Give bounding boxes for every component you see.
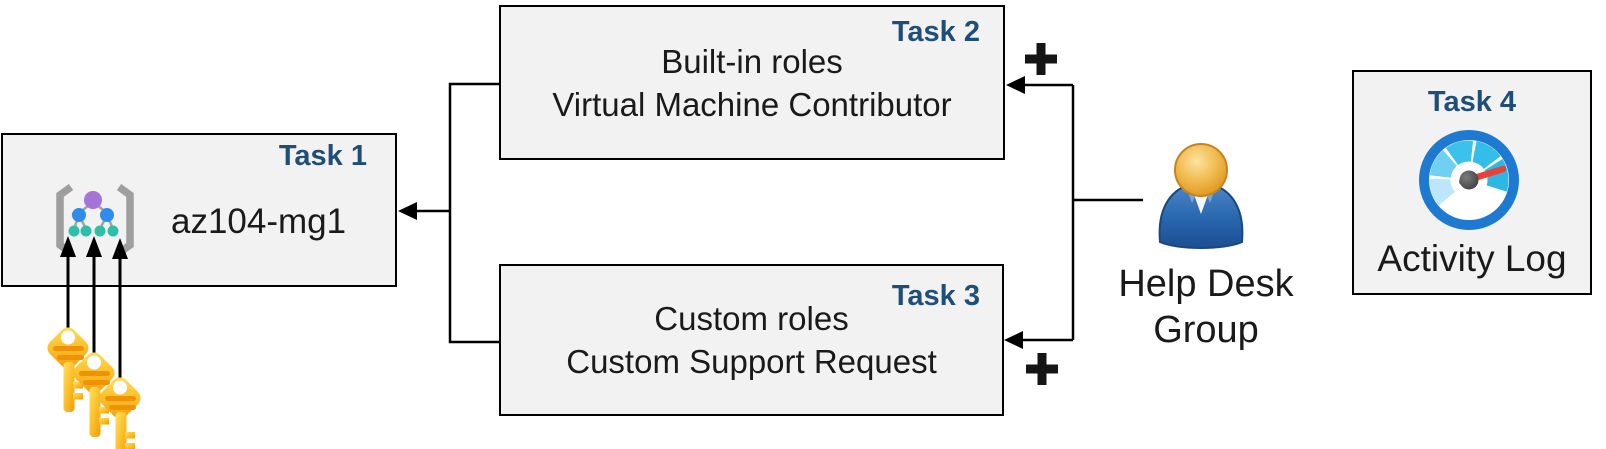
key-icon — [95, 373, 145, 449]
task2-line2: Virtual Machine Contributor — [552, 85, 952, 123]
arrow-icon — [398, 202, 417, 220]
task1-box: Task 1 az104-mg1 — [1, 133, 397, 287]
task2-text: Built-in roles Virtual Machine Contribut… — [501, 7, 1003, 158]
task2-line1: Built-in roles — [661, 42, 843, 80]
management-group-name: az104-mg1 — [171, 202, 347, 241]
task3-line2: Custom Support Request — [566, 343, 937, 380]
help-desk-group-label: Help Desk Group — [1118, 263, 1294, 351]
task3-box: Task 3 Custom roles Custom Support Reque… — [499, 264, 1004, 416]
plus-icon — [1025, 43, 1057, 75]
task3-text: Custom roles Custom Support Request — [501, 266, 1002, 414]
arrow-icon — [1004, 331, 1023, 349]
task4-box: Task 4 Activity Log — [1352, 70, 1592, 295]
key-icon — [69, 348, 119, 437]
key-icons — [43, 323, 145, 449]
arrow-icon — [1006, 76, 1025, 94]
activity-log-caption: Activity Log — [1377, 238, 1567, 279]
task4-tag: Task 4 — [1427, 86, 1517, 118]
task1-tag: Task 1 — [278, 140, 367, 172]
person-icon — [1158, 143, 1244, 249]
task3-line1: Custom roles — [654, 300, 849, 337]
task2-tag: Task 2 — [891, 16, 980, 48]
task3-tag: Task 3 — [891, 280, 980, 312]
roles-junction-connector — [398, 82, 499, 344]
key-icon — [43, 323, 93, 412]
plus-icon — [1026, 353, 1058, 385]
task2-box: Task 2 Built-in roles Virtual Machine Co… — [499, 5, 1005, 160]
